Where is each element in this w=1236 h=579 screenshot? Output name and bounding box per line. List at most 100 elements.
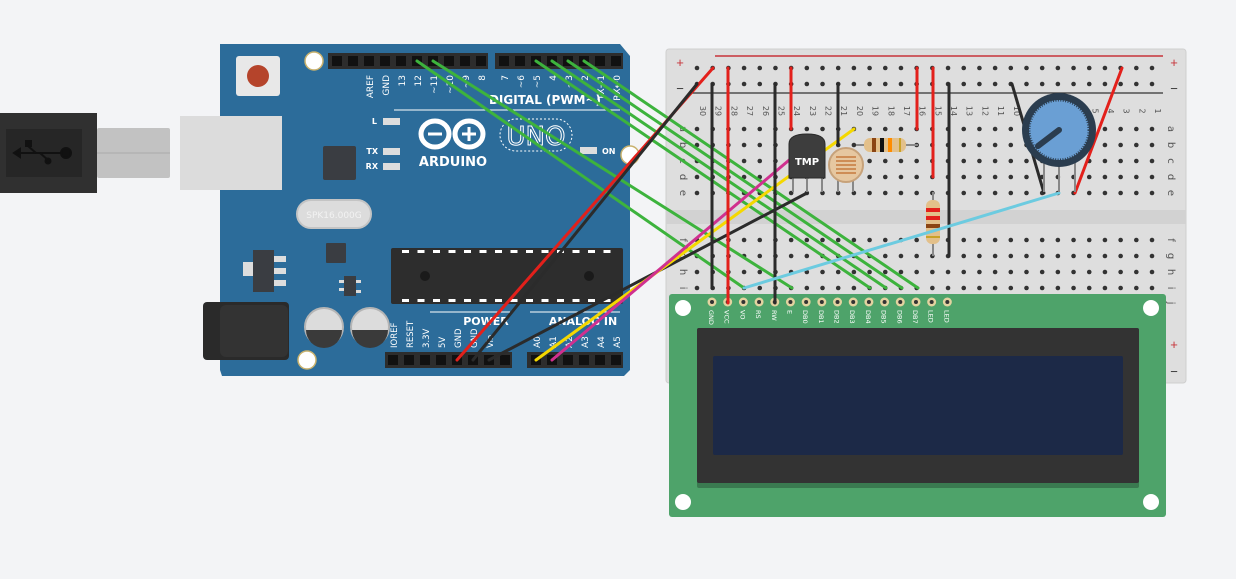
breadboard-hole[interactable] [961, 190, 967, 196]
breadboard-hole[interactable] [1008, 158, 1014, 164]
breadboard-hole[interactable] [1118, 126, 1123, 132]
breadboard-hole[interactable] [820, 269, 825, 275]
wire-magenta-a1[interactable] [550, 143, 809, 362]
breadboard-hole[interactable] [1102, 158, 1108, 164]
breadboard-hole[interactable] [961, 285, 967, 291]
wire-green-d5[interactable] [534, 59, 872, 290]
breadboard-hole[interactable] [1055, 253, 1061, 259]
rail-hole[interactable] [1086, 65, 1092, 71]
breadboard-hole[interactable] [1071, 285, 1076, 291]
breadboard-hole[interactable] [1149, 253, 1155, 259]
breadboard-hole[interactable] [804, 285, 810, 291]
breadboard-hole[interactable] [977, 253, 982, 259]
rail-hole[interactable] [1102, 65, 1108, 71]
breadboard-hole[interactable] [1102, 285, 1108, 291]
breadboard-hole[interactable] [882, 126, 888, 132]
rail-hole[interactable] [1008, 65, 1014, 71]
breadboard-hole[interactable] [961, 269, 967, 275]
rail-hole[interactable] [694, 65, 700, 71]
rail-hole[interactable] [977, 81, 982, 87]
breadboard-hole[interactable] [945, 269, 951, 275]
header-socket[interactable] [579, 355, 589, 365]
breadboard-hole[interactable] [961, 174, 967, 180]
rail-hole[interactable] [1086, 81, 1092, 87]
breadboard-hole[interactable] [757, 253, 763, 259]
rail-hole[interactable] [1149, 81, 1155, 87]
breadboard-hole[interactable] [961, 237, 967, 243]
breadboard-hole[interactable] [1055, 237, 1061, 243]
rail-hole[interactable] [1055, 81, 1061, 87]
wire-green-d3[interactable] [566, 59, 904, 290]
header-socket[interactable] [500, 355, 510, 365]
rail-hole[interactable] [851, 65, 857, 71]
breadboard-hole[interactable] [992, 142, 998, 148]
breadboard-hole[interactable] [1149, 126, 1155, 132]
breadboard-hole[interactable] [1102, 142, 1108, 148]
rail-hole[interactable] [820, 81, 825, 87]
breadboard-hole[interactable] [757, 142, 763, 148]
rail-hole[interactable] [1024, 65, 1029, 71]
rail-hole[interactable] [1134, 65, 1139, 71]
breadboard-hole[interactable] [882, 269, 888, 275]
breadboard-hole[interactable] [741, 269, 747, 275]
breadboard-hole[interactable] [757, 269, 763, 275]
breadboard-hole[interactable] [1039, 285, 1045, 291]
breadboard-hole[interactable] [992, 285, 998, 291]
breadboard-hole[interactable] [1039, 269, 1045, 275]
breadboard-hole[interactable] [1086, 237, 1092, 243]
breadboard-hole[interactable] [1102, 190, 1108, 196]
rail-hole[interactable] [1134, 81, 1139, 87]
header-socket[interactable] [595, 56, 605, 66]
wire-green-d2[interactable] [582, 59, 920, 290]
breadboard-hole[interactable] [694, 174, 700, 180]
breadboard-hole[interactable] [867, 126, 872, 132]
breadboard-hole[interactable] [851, 142, 857, 148]
breadboard-hole[interactable] [1039, 253, 1045, 259]
breadboard-hole[interactable] [977, 237, 982, 243]
rail-hole[interactable] [898, 65, 904, 71]
breadboard-hole[interactable] [914, 190, 919, 196]
breadboard-hole[interactable] [835, 269, 841, 275]
rail-hole[interactable] [961, 65, 967, 71]
breadboard-hole[interactable] [835, 285, 841, 291]
rail-hole[interactable] [773, 65, 778, 71]
breadboard-hole[interactable] [1118, 285, 1123, 291]
breadboard-hole[interactable] [741, 126, 747, 132]
header-socket[interactable] [396, 56, 406, 66]
header-socket[interactable] [515, 56, 525, 66]
breadboard-hole[interactable] [992, 158, 998, 164]
breadboard-hole[interactable] [1149, 269, 1155, 275]
breadboard-hole[interactable] [1149, 174, 1155, 180]
breadboard-hole[interactable] [1086, 269, 1092, 275]
breadboard-hole[interactable] [1134, 174, 1139, 180]
breadboard-hole[interactable] [1086, 174, 1092, 180]
breadboard-hole[interactable] [694, 190, 700, 196]
header-socket[interactable] [348, 56, 358, 66]
breadboard-hole[interactable] [1024, 158, 1029, 164]
breadboard-hole[interactable] [1134, 269, 1139, 275]
breadboard-hole[interactable] [1134, 253, 1139, 259]
breadboard-hole[interactable] [961, 158, 967, 164]
breadboard-hole[interactable] [898, 190, 904, 196]
header-socket[interactable] [404, 355, 414, 365]
rail-hole[interactable] [1039, 65, 1045, 71]
rail-hole[interactable] [1071, 65, 1076, 71]
breadboard-hole[interactable] [882, 253, 888, 259]
header-socket[interactable] [460, 56, 470, 66]
breadboard-hole[interactable] [1134, 142, 1139, 148]
rail-hole[interactable] [882, 65, 888, 71]
breadboard-hole[interactable] [977, 142, 982, 148]
rail-hole[interactable] [1055, 65, 1061, 71]
header-socket[interactable] [563, 355, 573, 365]
breadboard-hole[interactable] [898, 174, 904, 180]
breadboard-hole[interactable] [961, 253, 967, 259]
breadboard-hole[interactable] [1008, 142, 1014, 148]
tmp36-temperature-sensor[interactable]: TMP [788, 133, 826, 192]
breadboard-hole[interactable] [914, 269, 919, 275]
breadboard-hole[interactable] [992, 190, 998, 196]
potentiometer[interactable] [1022, 93, 1096, 192]
header-socket[interactable] [420, 355, 430, 365]
breadboard-hole[interactable] [1071, 237, 1076, 243]
rail-hole[interactable] [804, 81, 810, 87]
breadboard-hole[interactable] [788, 253, 794, 259]
